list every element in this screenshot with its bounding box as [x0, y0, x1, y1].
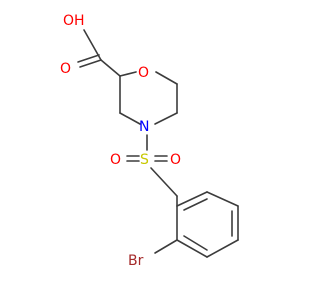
atom-ring-o: O	[138, 65, 149, 81]
bond-carboxyl-ring	[100, 59, 121, 77]
bond-s-ch2	[150, 167, 178, 197]
atom-sulfonyl-o-right: O	[170, 152, 181, 168]
atom-ring-n: N	[139, 119, 149, 135]
bond-c5-n	[154, 112, 178, 125]
bond-ar-4-5	[206, 239, 239, 258]
bond-ar-2-3	[206, 191, 239, 207]
bond-ar-inner-c	[183, 235, 208, 251]
bond-c-o-double-a	[79, 59, 102, 68]
atom-carbonyl-o: O	[60, 61, 71, 77]
bond-ar-br	[154, 239, 178, 254]
bond-o-c6	[155, 71, 178, 85]
atom-bromine: Br	[128, 253, 144, 269]
bond-ar-inner-a	[183, 198, 208, 211]
bond-n-c3	[119, 112, 141, 125]
atom-sulfonyl-o-left: O	[110, 152, 121, 168]
bond-c-o-double-b	[77, 54, 100, 63]
structure-diagram: OH O O N S O O Br	[60, 13, 239, 269]
atom-sulfur: S	[140, 152, 149, 168]
atom-carboxyl-oh: OH	[63, 13, 85, 29]
bond-c2-o	[119, 71, 137, 77]
bond-ar-1-2	[176, 191, 208, 207]
bond-ar-5-6	[176, 239, 208, 258]
